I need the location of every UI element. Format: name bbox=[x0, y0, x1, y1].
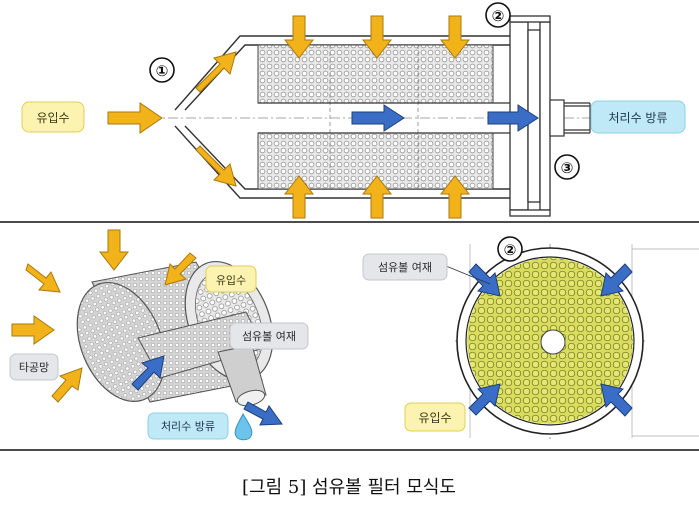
label-mesh-bl: 타공망 bbox=[9, 353, 59, 381]
arrow-br-4 bbox=[600, 383, 633, 417]
arrow-up-3 bbox=[439, 175, 471, 219]
arrow-bl-blue-1 bbox=[131, 355, 165, 391]
outflow-arrows-bl bbox=[131, 355, 283, 426]
label-outflow-bl-text: 처리수 방류 bbox=[161, 420, 215, 433]
arrow-up-1 bbox=[283, 175, 315, 219]
water-drop-icon bbox=[234, 412, 253, 441]
arrow-bl-2 bbox=[25, 263, 61, 293]
arrow-down-1 bbox=[283, 15, 315, 59]
media-leader-line bbox=[445, 265, 491, 285]
filter-inner-ring bbox=[465, 256, 635, 426]
label-inflow-bl: 유입수 bbox=[205, 265, 257, 293]
inflow-arrows-top bbox=[107, 15, 471, 219]
arrow-down-3 bbox=[439, 15, 471, 59]
marker-2-text: ② bbox=[492, 7, 505, 25]
arrow-br-2 bbox=[600, 263, 633, 297]
inflow-arrows-br bbox=[468, 263, 633, 417]
outflow-arrows-top bbox=[351, 104, 539, 132]
label-outflow-top: 처리수 방류 bbox=[590, 100, 686, 134]
marker-3: ③ bbox=[554, 154, 580, 180]
marker-3-text: ③ bbox=[561, 159, 574, 177]
arrow-cone-down bbox=[195, 145, 237, 187]
arrow-blue-1 bbox=[351, 104, 405, 132]
arrow-cone-up bbox=[195, 51, 237, 93]
center-hole bbox=[540, 329, 566, 355]
arrow-bl-blue-2 bbox=[243, 401, 283, 426]
label-inflow-bl-text: 유입수 bbox=[216, 274, 246, 287]
label-media-bl-text: 섬유볼 여재 bbox=[242, 330, 296, 343]
label-outflow-top-text: 처리수 방류 bbox=[608, 111, 667, 125]
top-panel: 유입수 처리수 방류 ① ② ③ bbox=[21, 2, 686, 219]
marker-1: ① bbox=[149, 57, 175, 83]
figure-caption: [그림 5] 섬유볼 필터 모식도 bbox=[242, 477, 456, 498]
arrow-bl-4 bbox=[51, 367, 83, 403]
label-media-br: 섬유볼 여재 bbox=[362, 253, 448, 281]
marker-2-br: ② bbox=[497, 236, 523, 262]
label-outflow-bl: 처리수 방류 bbox=[147, 412, 229, 440]
label-inflow-top-text: 유입수 bbox=[36, 111, 69, 125]
marker-2: ② bbox=[485, 2, 511, 28]
inflow-arrows-bl bbox=[11, 229, 197, 403]
arrow-bl-3 bbox=[11, 315, 55, 345]
label-inflow-top: 유입수 bbox=[21, 101, 85, 133]
arrow-down-2 bbox=[361, 15, 393, 59]
outlet-pipe-flange bbox=[549, 99, 590, 137]
marker-2-br-text: ② bbox=[504, 241, 517, 259]
label-inflow-br: 유입수 bbox=[404, 402, 466, 432]
arrow-bl-5 bbox=[164, 252, 197, 286]
arrow-blue-2 bbox=[487, 104, 539, 132]
bottom-right-panel: ② 섬유볼 여재 유입수 bbox=[362, 236, 699, 440]
arrow-bl-1 bbox=[98, 229, 130, 271]
label-media-br-text: 섬유볼 여재 bbox=[378, 261, 432, 274]
label-mesh-bl-text: 타공망 bbox=[19, 361, 49, 374]
arrow-up-2 bbox=[361, 175, 393, 219]
label-media-bl: 섬유볼 여재 bbox=[229, 322, 309, 350]
label-inflow-br-text: 유입수 bbox=[418, 411, 451, 425]
arrow-inflow-main bbox=[107, 102, 163, 134]
bottom-left-panel: 유입수 섬유볼 여재 타공망 처리수 방류 bbox=[9, 229, 309, 441]
arrow-br-3 bbox=[468, 383, 501, 416]
marker-1-text: ① bbox=[156, 62, 169, 80]
arrow-br-1 bbox=[468, 263, 501, 297]
